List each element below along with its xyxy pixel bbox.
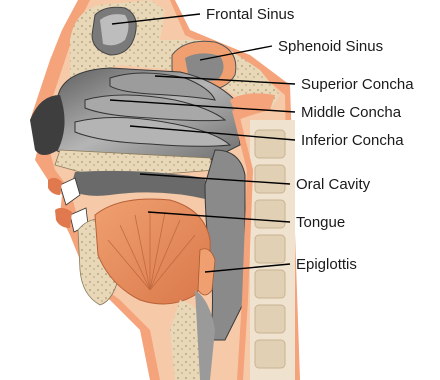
inferior-concha-label: Inferior Concha <box>301 132 404 149</box>
middle-concha-label: Middle Concha <box>301 104 402 121</box>
frontal-sinus-label: Frontal Sinus <box>206 6 294 23</box>
oral-cavity-label: Oral Cavity <box>296 176 371 193</box>
sphenoid-sinus-label: Sphenoid Sinus <box>278 38 383 55</box>
cervical-spine <box>250 120 295 380</box>
epiglottis-label: Epiglottis <box>296 256 357 273</box>
tongue-label: Tongue <box>296 214 345 231</box>
superior-concha-label: Superior Concha <box>301 76 414 93</box>
